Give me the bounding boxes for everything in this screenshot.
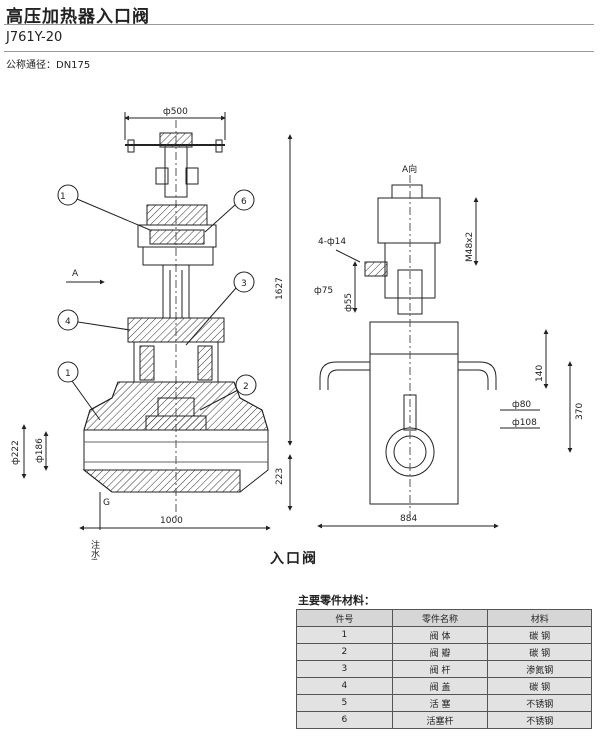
callout-3-label: 3 — [241, 279, 247, 289]
dim-width: 884 — [400, 514, 417, 524]
dim-bolt-holes: 4-ф14 — [318, 237, 346, 247]
callout-2 — [199, 374, 257, 411]
table-row: 3 阀 杆 渗氮钢 — [296, 660, 592, 678]
callout-1 — [57, 361, 101, 421]
parts-table: 件号 零件名称 材料 1 阀 体 碳 钢 2 阀 瓣 碳 钢 3 阀 杆 渗氮钢… — [296, 609, 592, 729]
part-name: 阀 体 — [391, 626, 489, 644]
part-material: 碳 钢 — [487, 643, 592, 661]
title-divider — [4, 24, 594, 25]
callout-5 — [57, 184, 151, 231]
parts-heading: 主要零件材料： — [298, 594, 375, 607]
table-header-row: 件号 零件名称 材料 — [296, 609, 592, 627]
part-name: 阀 杆 — [391, 660, 489, 678]
callout-4 — [57, 309, 131, 331]
part-number: 1 — [296, 626, 393, 644]
table-row: 4 阀 盖 碳 钢 — [296, 677, 592, 695]
callout-4-label: 4 — [65, 317, 71, 327]
column-header: 件号 — [296, 609, 393, 627]
table-row: 1 阀 体 碳 钢 — [296, 626, 592, 644]
dim-handwheel: ф500 — [163, 107, 188, 117]
nominal-diameter: 公称通径：DN175 — [6, 60, 91, 71]
part-number: 5 — [296, 694, 393, 712]
part-material: 碳 钢 — [487, 677, 592, 695]
dim-stub-height: 370 — [575, 403, 585, 420]
view-label: A向 — [402, 163, 417, 175]
part-material: 不锈钢 — [487, 694, 592, 712]
model-number: J761Y-20 — [6, 30, 63, 45]
table-row: 6 活塞杆 不锈钢 — [296, 711, 592, 729]
model-divider — [4, 51, 594, 52]
valve-drawing: 1 6 3 4 1 2 A ф500 1627 223 ф222 ф186 10… — [11, 107, 585, 560]
table-row: 2 阀 瓣 碳 钢 — [296, 643, 592, 661]
dim-pipe-bend: 140 — [535, 365, 545, 382]
dim-thread: M48x2 — [465, 232, 475, 262]
dim-centre-height: 223 — [275, 468, 285, 485]
dim-spigot: ф55 — [344, 293, 354, 312]
part-name: 阀 瓣 — [391, 643, 489, 661]
drain-label: G — [103, 498, 110, 508]
callout-6-label: 6 — [241, 197, 247, 207]
drain-note: 注水孔 — [89, 539, 100, 560]
part-material: 不锈钢 — [487, 711, 592, 729]
part-name: 阀 盖 — [391, 677, 489, 695]
dim-bore-108: ф108 — [512, 418, 537, 428]
column-header: 材料 — [487, 609, 592, 627]
part-number: 2 — [296, 643, 393, 661]
part-name: 活塞杆 — [391, 711, 489, 729]
drawing-caption: 入口阀 — [270, 551, 318, 567]
column-header: 零件名称 — [391, 609, 489, 627]
dim-height: 1627 — [275, 277, 285, 300]
part-material: 渗氮钢 — [487, 660, 592, 678]
dim-pipe-inner: ф186 — [35, 438, 45, 463]
callout-6 — [204, 189, 255, 233]
callout-2-label: 2 — [243, 382, 249, 392]
part-material: 碳 钢 — [487, 626, 592, 644]
dim-pipe-outer: ф222 — [11, 440, 21, 465]
part-number: 4 — [296, 677, 393, 695]
page-title: 高压加热器入口阀 — [6, 7, 150, 27]
part-name: 活 塞 — [391, 694, 489, 712]
view-arrow-label: A — [72, 269, 79, 279]
callout-5-label: 1 — [60, 192, 66, 202]
dim-length: 1000 — [160, 516, 183, 526]
callout-3 — [185, 271, 255, 346]
part-number: 6 — [296, 711, 393, 729]
dim-pcd: ф75 — [314, 286, 333, 296]
callout-1-label: 1 — [65, 369, 71, 379]
part-number: 3 — [296, 660, 393, 678]
dim-bore-80: ф80 — [512, 400, 531, 410]
handwheel — [125, 132, 225, 153]
table-row: 5 活 塞 不锈钢 — [296, 694, 592, 712]
